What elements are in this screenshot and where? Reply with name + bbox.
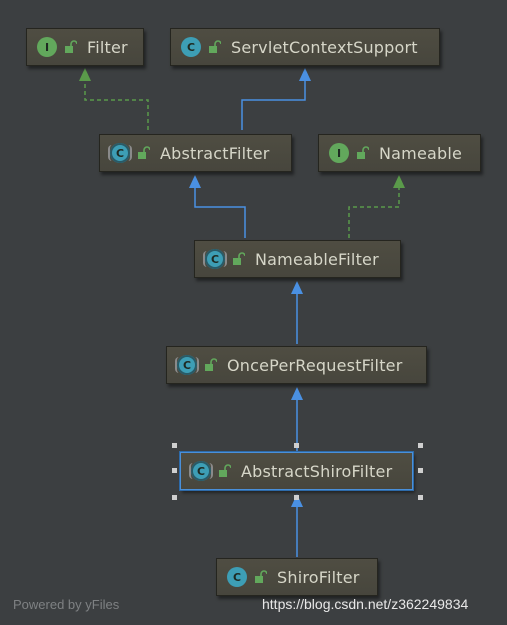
unlock-icon	[219, 464, 231, 477]
selection-handle[interactable]	[172, 468, 177, 473]
edge-nameablefilter-implements-nameable	[348, 175, 405, 238]
node-label: Nameable	[379, 143, 463, 163]
node-nameable-filter[interactable]: C NameableFilter	[194, 240, 401, 278]
edge-nameablefilter-extends-abstractfilter	[189, 175, 246, 238]
node-label: ServletContextSupport	[231, 37, 418, 57]
unlock-icon	[138, 146, 150, 159]
edge-shirofilter-extends-abstractshirofilter	[291, 494, 303, 557]
edge-abstractshirofilter-extends-onceperrequestfilter	[291, 387, 303, 451]
selection-handle[interactable]	[172, 495, 177, 500]
node-label: ShiroFilter	[277, 567, 360, 587]
unlock-icon	[209, 40, 221, 53]
edge-abstractfilter-implements-filter	[79, 68, 149, 130]
unlock-icon	[357, 146, 369, 159]
node-label: NameableFilter	[255, 249, 379, 269]
node-filter[interactable]: I Filter	[26, 28, 144, 66]
class-icon: C	[181, 37, 201, 57]
selection-handle[interactable]	[418, 468, 423, 473]
node-label: AbstractShiroFilter	[241, 461, 393, 481]
selection-handle[interactable]	[418, 495, 423, 500]
selection-handle[interactable]	[418, 443, 423, 448]
node-servlet-context-support[interactable]: C ServletContextSupport	[170, 28, 440, 66]
node-nameable[interactable]: I Nameable	[318, 134, 481, 172]
edge-abstractfilter-extends-servletcontextsupport	[241, 68, 311, 130]
class-icon: C	[227, 567, 247, 587]
watermark-url: https://blog.csdn.net/z362249834	[262, 596, 469, 612]
unlock-icon	[65, 40, 77, 53]
node-label: AbstractFilter	[160, 143, 270, 163]
abstract-class-icon: C	[203, 249, 227, 269]
node-label: Filter	[87, 37, 128, 57]
edge-onceperrequestfilter-extends-nameablefilter	[291, 281, 303, 344]
abstract-class-icon: C	[108, 143, 132, 163]
node-once-per-request-filter[interactable]: C OncePerRequestFilter	[166, 346, 427, 384]
abstract-class-icon: C	[175, 355, 199, 375]
selection-handle[interactable]	[172, 443, 177, 448]
abstract-class-icon: C	[189, 461, 213, 481]
node-abstract-filter[interactable]: C AbstractFilter	[99, 134, 292, 172]
node-abstract-shiro-filter[interactable]: C AbstractShiroFilter	[179, 451, 414, 491]
interface-icon: I	[329, 143, 349, 163]
unlock-icon	[233, 252, 245, 265]
node-shiro-filter[interactable]: C ShiroFilter	[216, 558, 378, 596]
node-label: OncePerRequestFilter	[227, 355, 403, 375]
powered-by-label: Powered by yFiles	[13, 597, 120, 612]
unlock-icon	[255, 570, 267, 583]
unlock-icon	[205, 358, 217, 371]
selection-handle[interactable]	[294, 443, 299, 448]
interface-icon: I	[37, 37, 57, 57]
selection-handle[interactable]	[294, 495, 299, 500]
